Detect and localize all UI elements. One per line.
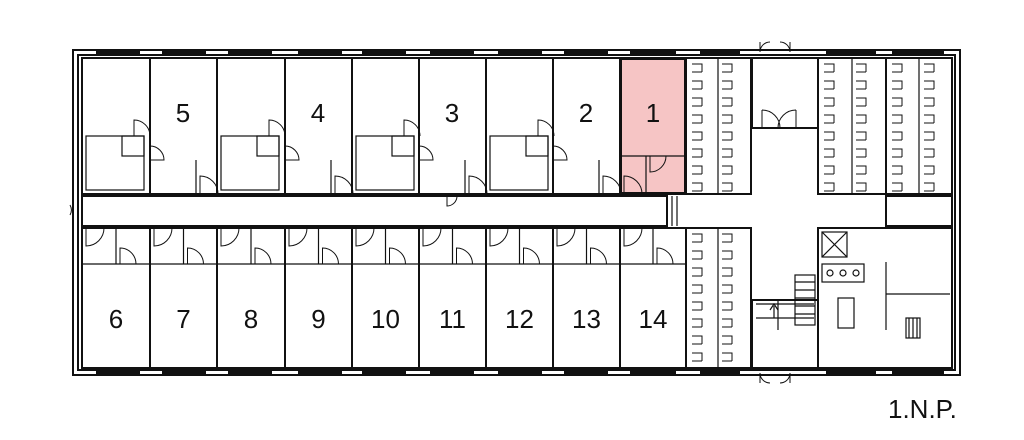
door-icon [334,175,354,195]
windows [96,49,944,376]
top-rooms: 5 4 3 2 1 [81,57,687,195]
bathroom [85,119,219,195]
room-8[interactable]: 8 [216,227,286,369]
door-icon [284,145,300,161]
bottom-exit-door-icon [759,372,791,384]
door-icon [422,227,442,247]
door-icon [537,119,555,137]
room-label-1: 1 [646,98,660,128]
door-icon [523,247,540,265]
door-icon [133,119,151,137]
room-label-3: 3 [445,98,459,128]
room-11[interactable]: 11 [418,227,487,369]
room-label-9: 9 [311,304,325,334]
room-10[interactable]: 10 [351,227,420,369]
door-icon [489,227,509,247]
door-icon [418,145,434,161]
door-icon [389,247,406,265]
door-icon [468,175,488,195]
door-icon [552,145,568,161]
door-icon [254,247,272,265]
door-icon [220,227,240,247]
door-icon [187,247,204,265]
room-label-4: 4 [311,98,325,128]
stove-icon [821,263,865,283]
room-1[interactable] [620,58,686,195]
door-icon [456,247,473,265]
top-room-cell [216,57,286,195]
corridor-door-icon [446,195,458,207]
door-icon [119,247,137,265]
door-icon [322,247,339,265]
door-icon [199,175,219,195]
floor-label: 1.N.P. [888,394,957,424]
room-12[interactable]: 12 [485,227,554,369]
door-icon [623,175,643,195]
bottom-rooms: 6 7 8 9 10 11 12 13 14 [81,227,687,369]
top-room-cell [351,57,420,195]
room-label-6: 6 [109,304,123,334]
door-icon [656,247,674,265]
bathroom [355,119,488,195]
room-6[interactable]: 6 [81,227,151,369]
door-icon [556,227,576,247]
room-label-2: 2 [579,98,593,128]
vestibule-door-icon [761,109,781,129]
top-room-cell [485,57,554,195]
bathroom [489,119,622,195]
staircase [751,274,819,369]
top-exit-door-icon [759,41,791,53]
bathroom [220,119,354,195]
service-block [685,41,953,384]
room-label-8: 8 [244,304,258,334]
toilet-cubicles [824,63,867,192]
door-icon [85,227,105,247]
room-9[interactable]: 9 [284,227,353,369]
room-7[interactable]: 7 [149,227,218,369]
vestibule-door-icon [777,109,797,129]
room-label-11: 11 [439,304,466,334]
door-icon [288,227,308,247]
room-label-5: 5 [176,98,190,128]
door-icon [268,119,286,137]
door-icon [149,145,165,161]
door-icon [403,119,421,137]
kitchen-area [817,227,953,369]
corridor [69,195,678,227]
room-label-14: 14 [639,304,668,334]
entrance-door-icon [69,204,72,216]
door-icon [590,247,607,265]
room-label-13: 13 [572,304,601,334]
toilet-cubicles [892,63,935,192]
door-icon [623,227,643,247]
door-icon [602,175,622,195]
door-icon [649,155,667,173]
room-label-12: 12 [505,304,534,334]
door-icon [153,227,173,247]
door-icon [355,227,375,247]
toilet-cubicles [692,233,733,362]
room-13[interactable]: 13 [552,227,621,369]
elevator-shaft [821,231,848,258]
room-label-7: 7 [176,304,190,334]
counter-icon [837,297,855,329]
room-label-10: 10 [371,304,400,334]
toilet-cubicles [692,63,733,192]
top-room-cell [81,57,151,195]
room-14[interactable]: 14 [619,227,687,369]
